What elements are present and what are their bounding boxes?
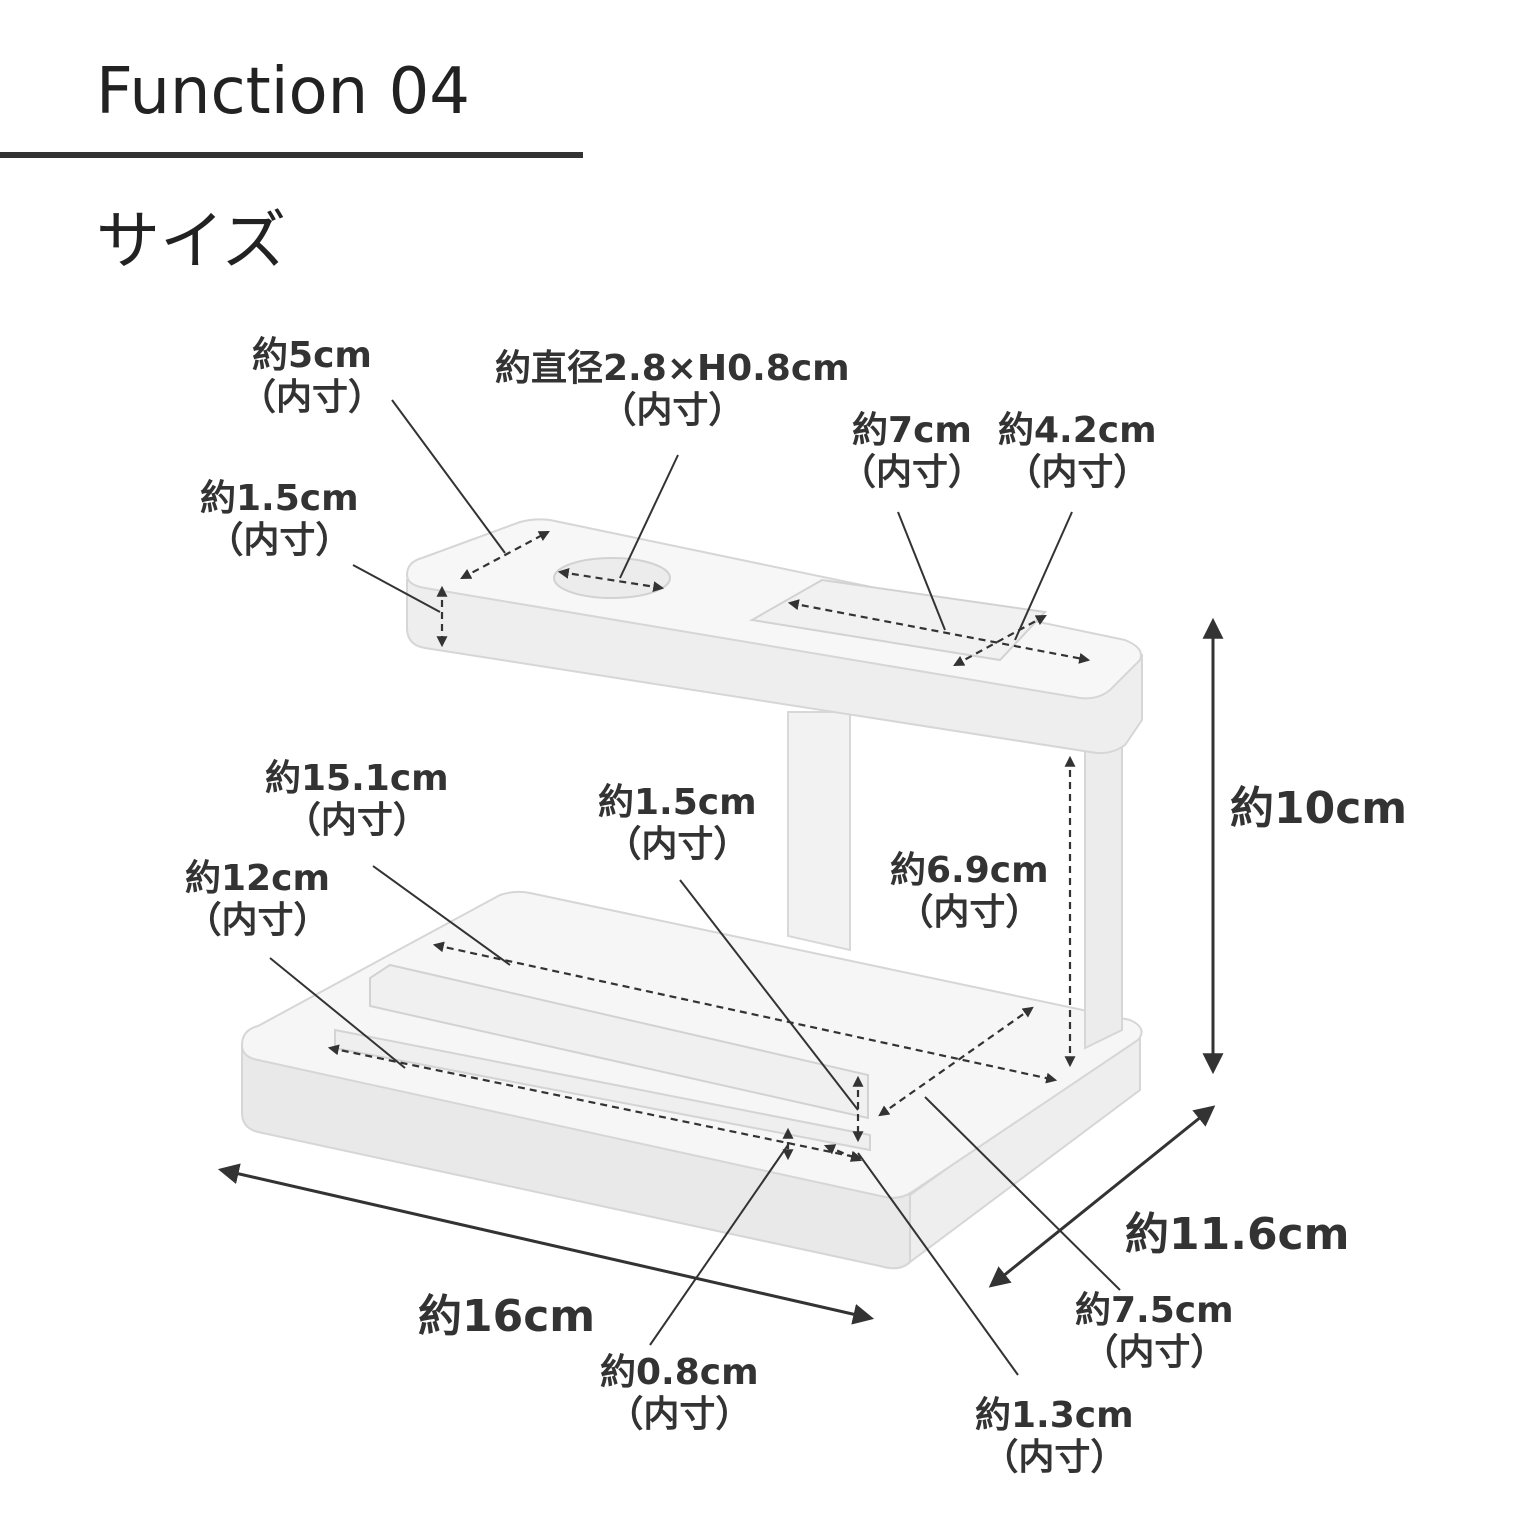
pillar-front bbox=[1084, 720, 1123, 1050]
inner-dimension-arrows bbox=[327, 530, 1091, 1162]
upper-front-face bbox=[406, 578, 1143, 755]
label-base-width: 約15.1cm （内寸） bbox=[265, 758, 449, 842]
overall-depth-label: 約11.6cm bbox=[1125, 1209, 1350, 1260]
label-back-depth: 約7.5cm （内寸） bbox=[1075, 1290, 1234, 1374]
overall-depth-arrow bbox=[988, 1105, 1216, 1288]
label-tray-depth: 約4.2cm （内寸） bbox=[998, 410, 1157, 494]
label-base-inner: 約12cm （内寸） bbox=[185, 858, 330, 942]
holder-arrow bbox=[557, 567, 665, 593]
label-divider-height: 約1.5cm （内寸） bbox=[598, 782, 757, 866]
overall-dimension-arrows bbox=[217, 617, 1224, 1325]
label-clearance: 約6.9cm （内寸） bbox=[890, 850, 1049, 934]
overall-width-label: 約16cm bbox=[418, 1291, 596, 1342]
overall-width-arrow bbox=[217, 1163, 875, 1325]
title-divider bbox=[0, 152, 583, 158]
section-subtitle: サイズ bbox=[96, 205, 287, 279]
label-holder: 約直径2.8×H0.8cm （内寸） bbox=[495, 348, 850, 432]
label-tray-width: 約7cm （内寸） bbox=[840, 410, 985, 494]
tray-depth-arrow bbox=[953, 614, 1047, 667]
page-title: Function 04 bbox=[96, 55, 470, 129]
label-upper-depth: 約5cm （内寸） bbox=[240, 335, 385, 419]
label-front-depth: 約1.3cm （内寸） bbox=[975, 1395, 1134, 1479]
front-depth-arrow bbox=[823, 1144, 863, 1162]
overall-height-label: 約10cm bbox=[1230, 783, 1408, 834]
label-upper-height: 約1.5cm （内寸） bbox=[200, 478, 359, 562]
upper-depth-arrow bbox=[460, 530, 550, 580]
pillar-back bbox=[787, 711, 851, 952]
base-inner-arrow bbox=[327, 1044, 863, 1162]
cup-holder bbox=[553, 557, 671, 599]
back-depth-arrow bbox=[878, 1006, 1034, 1117]
label-groove: 約0.8cm （内寸） bbox=[600, 1352, 759, 1436]
